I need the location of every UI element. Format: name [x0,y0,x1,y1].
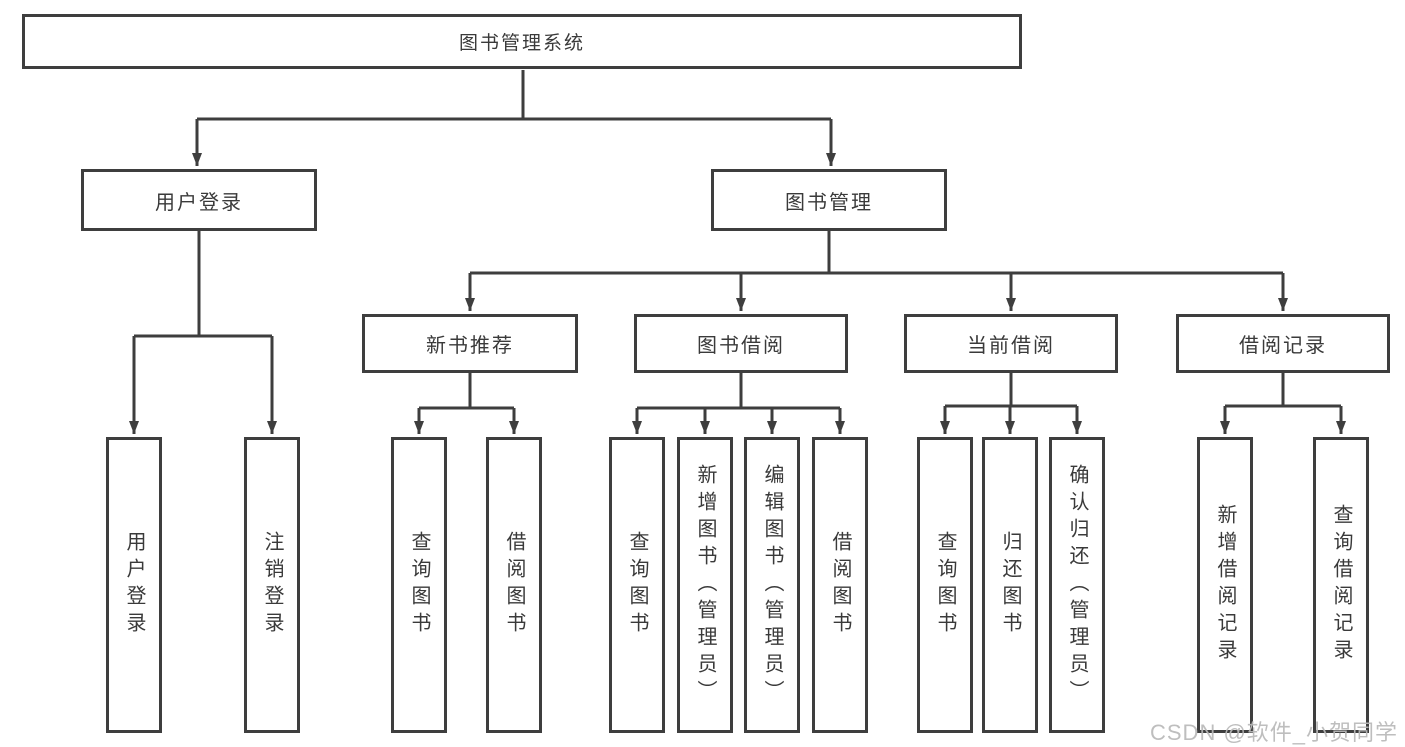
node-leaf-user-login: 用户登录 [106,437,162,733]
node-leaf-query-books: 查询图书 [917,437,973,733]
node-leaf-borrow-books: 借阅图书 [486,437,542,733]
node-leaf-logout: 注销登录 [244,437,300,733]
node-leaf-confirm-return-admin: 确认归还（管理员） [1049,437,1105,733]
node-leaf-borrow-books: 借阅图书 [812,437,868,733]
node-leaf-query-borrow-record: 查询借阅记录 [1313,437,1369,733]
node-borrowing-records: 借阅记录 [1176,314,1390,373]
node-current-borrowing: 当前借阅 [904,314,1118,373]
node-book-borrowing: 图书借阅 [634,314,848,373]
node-leaf-query-books: 查询图书 [391,437,447,733]
node-root-system: 图书管理系统 [22,14,1022,69]
node-leaf-return-books: 归还图书 [982,437,1038,733]
node-user-login: 用户登录 [81,169,317,231]
csdn-watermark: CSDN @软件_小贺同学 [1150,720,1399,745]
node-leaf-edit-books-admin: 编辑图书（管理员） [744,437,800,733]
node-leaf-query-books: 查询图书 [609,437,665,733]
node-leaf-add-books-admin: 新增图书（管理员） [677,437,733,733]
node-book-management: 图书管理 [711,169,947,231]
node-new-book-recommend: 新书推荐 [362,314,578,373]
node-leaf-add-borrow-record: 新增借阅记录 [1197,437,1253,733]
